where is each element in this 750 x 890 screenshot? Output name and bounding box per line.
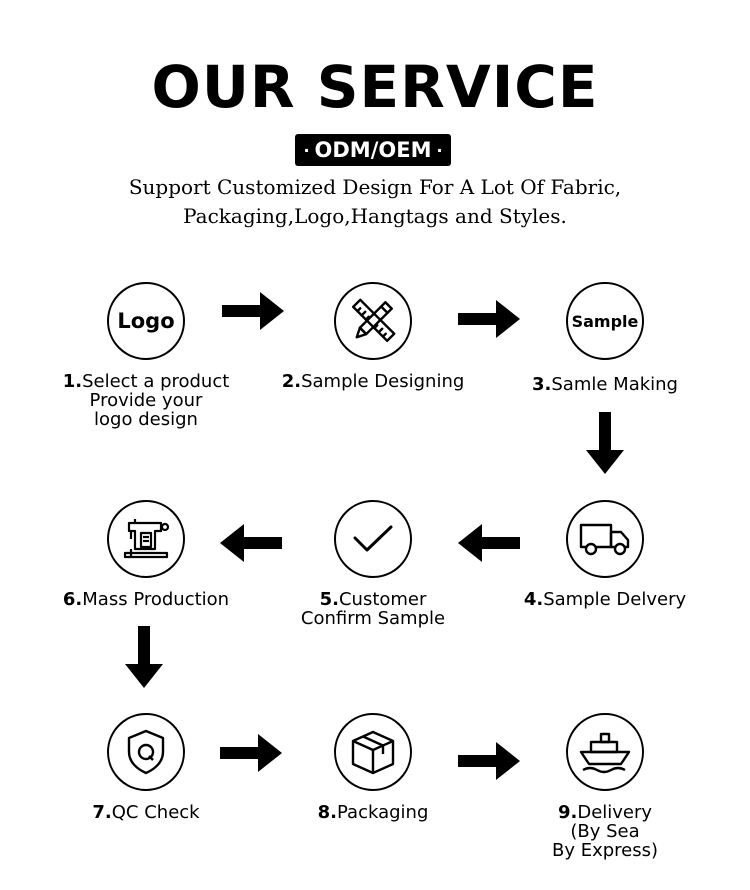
subtitle: Support Customized Design For A Lot Of F… (0, 173, 750, 231)
step-4-text: Sample Delvery (543, 589, 687, 610)
step-8-circle (334, 713, 412, 791)
arrow-right-2 (458, 300, 520, 338)
step-7: 7.QC Check (36, 713, 256, 822)
step-1: Logo 1.Select a product Provide your log… (36, 282, 256, 429)
arrow-left-1 (458, 524, 520, 562)
step-6: 6.Mass Production (36, 500, 256, 609)
shield-q-icon (127, 729, 165, 775)
sample-text-icon: Sample (571, 311, 639, 331)
step-9: 9.Delivery (By Sea By Express) (495, 713, 715, 860)
step-9-label: 9.Delivery (By Sea By Express) (495, 803, 715, 860)
step-1-number: 1. (62, 371, 83, 392)
step-8-label: 8.Packaging (263, 803, 483, 822)
arrow-right-3 (220, 734, 282, 772)
step-4-circle (566, 500, 644, 578)
step-9-number: 9. (557, 802, 578, 823)
odm-oem-badge: · ODM/OEM · (295, 134, 451, 166)
step-4-label: 4.Sample Delvery (495, 590, 715, 609)
arrow-right-1 (222, 292, 284, 330)
step-3: Sample 3.Samle Making (495, 282, 715, 394)
step-3-label: 3.Samle Making (495, 375, 715, 394)
step-5-text: Customer (338, 589, 427, 610)
box-icon (351, 730, 395, 775)
step-5-circle (334, 500, 412, 578)
step-7-number: 7. (92, 802, 112, 823)
step-6-text: Mass Production (82, 589, 230, 610)
step-5: 5.Customer Confirm Sample (263, 500, 483, 628)
step-3-text: Samle Making (551, 374, 678, 395)
step-7-text: QC Check (111, 802, 200, 823)
arrow-down-1 (586, 412, 624, 474)
step-9-text: Delivery (577, 802, 653, 823)
arrow-left-2 (220, 524, 282, 562)
step-8-number: 8. (317, 802, 337, 823)
step-2-circle (334, 282, 412, 360)
logo-text-icon: Logo (117, 309, 175, 333)
truck-icon (579, 523, 630, 556)
step-4: 4.Sample Delvery (495, 500, 715, 609)
step-1-circle: Logo (107, 282, 185, 360)
step-8: 8.Packaging (263, 713, 483, 822)
step-1-sub-2: logo design (94, 409, 198, 430)
step-1-label: 1.Select a product Provide your logo des… (36, 372, 256, 429)
subtitle-line-2: Packaging,Logo,Hangtags and Styles. (183, 204, 567, 228)
step-7-circle (107, 713, 185, 791)
step-4-number: 4. (523, 589, 544, 610)
step-6-number: 6. (62, 589, 83, 610)
step-5-number: 5. (319, 589, 339, 610)
checkmark-icon (353, 525, 393, 552)
step-9-sub-1: (By Sea (570, 821, 640, 842)
step-2-number: 2. (281, 371, 302, 392)
page-title: OUR SERVICE (151, 53, 599, 121)
sewing-machine-icon (123, 519, 170, 559)
ship-icon (579, 732, 631, 774)
step-6-label: 6.Mass Production (36, 590, 256, 609)
step-9-circle (566, 713, 644, 791)
step-3-number: 3. (532, 374, 552, 395)
arrow-down-2 (125, 626, 163, 688)
subtitle-line-1: Support Customized Design For A Lot Of F… (128, 175, 622, 199)
badge-label: ODM/OEM (314, 138, 432, 162)
step-1-sub-1: Provide your (89, 390, 203, 411)
step-7-label: 7.QC Check (36, 803, 256, 822)
step-3-circle: Sample (566, 282, 644, 360)
step-5-label: 5.Customer Confirm Sample (263, 590, 483, 628)
step-6-circle (107, 500, 185, 578)
arrow-right-4 (458, 742, 520, 780)
step-1-text: Select a product (82, 371, 230, 392)
step-2-text: Sample Designing (301, 371, 465, 392)
step-5-sub-1: Confirm Sample (300, 608, 446, 629)
step-2-label: 2.Sample Designing (263, 372, 483, 391)
ruler-pencil-icon (352, 298, 396, 342)
badge-dot-right: · (436, 140, 443, 160)
step-2: 2.Sample Designing (263, 282, 483, 391)
badge-dot-left: · (303, 140, 310, 160)
step-8-text: Packaging (337, 802, 429, 823)
step-9-sub-2: By Express) (551, 840, 659, 861)
